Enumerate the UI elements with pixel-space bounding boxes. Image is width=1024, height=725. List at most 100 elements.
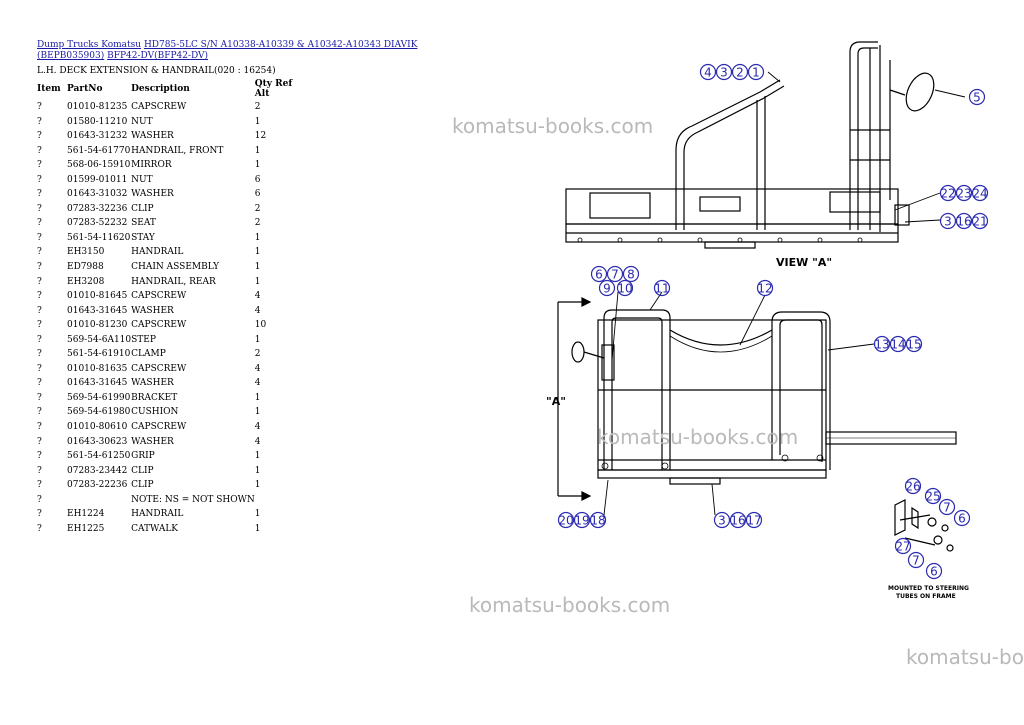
- callout-number: 7: [611, 268, 619, 282]
- callout-circle: [873, 335, 891, 353]
- callout-number: 6: [930, 565, 938, 579]
- cell-item: ?: [37, 523, 42, 534]
- cell-item: ?: [37, 232, 42, 243]
- a-marker-label: "A": [546, 395, 566, 408]
- callout-number: 24: [972, 187, 987, 201]
- callout-number: 7: [943, 501, 951, 515]
- cell-description: CLAMP: [131, 349, 166, 360]
- view-a-drawing: [565, 41, 935, 249]
- callout-circle: [713, 511, 731, 529]
- cell-partno: 569-54-6A110: [67, 334, 132, 345]
- cell-description: NUT: [131, 116, 153, 127]
- cell-partno: 561-54-61770: [67, 145, 131, 156]
- callout-number: 8: [627, 268, 635, 282]
- cell-partno: 01010-81235: [67, 102, 128, 112]
- cell-partno: 01010-81230: [67, 320, 128, 331]
- view-a-label: VIEW "A": [776, 256, 832, 269]
- cell-item: ?: [37, 407, 42, 418]
- watermark: komatsu-books.com: [906, 645, 1024, 669]
- cell-description: CAPSCREW: [131, 422, 187, 433]
- cell-description: WASHER: [131, 378, 174, 389]
- cell-description: NOTE: NS = NOT SHOWN: [131, 494, 255, 505]
- cell-description: WASHER: [131, 305, 174, 316]
- cell-item: ?: [37, 422, 42, 433]
- cell-item: ?: [37, 465, 42, 476]
- cell-partno: 569-54-61990: [67, 392, 131, 403]
- cell-item: ?: [37, 436, 42, 447]
- cell-qty: 4: [254, 291, 261, 302]
- cell-item: ?: [37, 349, 42, 360]
- callout-circle: [907, 551, 925, 569]
- cell-item: ?: [37, 116, 42, 127]
- cell-partno: EH1225: [67, 523, 105, 534]
- breadcrumb-link-category[interactable]: Dump Trucks Komatsu: [37, 40, 142, 50]
- callout-circle: [598, 279, 616, 297]
- cell-item: ?: [37, 334, 42, 345]
- callout-circle: [894, 537, 912, 555]
- cell-description: CAPSCREW: [131, 102, 187, 112]
- cell-qty: 2: [254, 349, 261, 360]
- cell-qty: 1: [254, 451, 261, 462]
- cell-item: ?: [37, 276, 42, 287]
- cell-qty: 1: [254, 145, 261, 156]
- main-deck-drawing: [571, 309, 957, 485]
- cell-partno: 568-06-15910: [67, 160, 131, 171]
- callout-circle: [939, 184, 957, 202]
- callout-circle: [955, 184, 973, 202]
- cell-item: ?: [37, 320, 42, 331]
- cell-item: ?: [37, 262, 42, 273]
- cell-item: ?: [37, 378, 42, 389]
- cell-qty: 1: [254, 247, 261, 258]
- cell-description: STAY: [131, 232, 155, 243]
- callout-number: 9: [603, 282, 611, 296]
- cell-qty: 1: [254, 407, 261, 418]
- callout-number: 15: [906, 338, 921, 352]
- callout-number: 23: [956, 187, 971, 201]
- callout-number: 6: [958, 512, 966, 526]
- breadcrumb-link-model[interactable]: HD785-5LC S/N A10338-A10339 & A10342-A10…: [37, 40, 418, 61]
- clamp-detail-drawing: [894, 499, 954, 552]
- callout-circle: [971, 184, 989, 202]
- callout-number: 13: [874, 338, 889, 352]
- cell-partno: EH1224: [67, 509, 105, 520]
- cell-qty: 1: [254, 392, 261, 403]
- callout-number: 17: [746, 514, 761, 528]
- callout-circle: [904, 477, 922, 495]
- callout-number: 12: [757, 282, 772, 296]
- cell-description: CHAIN ASSEMBLY: [131, 262, 220, 273]
- parts-table: Item PartNo Description Qty Ref Alt ?010…: [37, 79, 295, 538]
- cell-description: CLIP: [131, 480, 154, 491]
- cell-partno: EH3208: [67, 276, 105, 287]
- callout-circle: [715, 63, 733, 81]
- cell-item: ?: [37, 494, 42, 505]
- cell-item: ?: [37, 392, 42, 403]
- callout-number: 3: [718, 514, 726, 528]
- cell-qty: 6: [254, 189, 261, 200]
- callout-circle: [925, 562, 943, 580]
- cell-item: ?: [37, 451, 42, 462]
- callout-number: 18: [590, 514, 605, 528]
- table-row: ? NOTE: NS = NOT SHOWN: [37, 495, 295, 510]
- detail-note-line2: TUBES ON FRAME: [896, 593, 956, 600]
- cell-description: HANDRAIL, FRONT: [131, 145, 224, 156]
- breadcrumb-link-group[interactable]: BFP42-DV(BFP42-DV): [107, 51, 209, 61]
- callout-number: 27: [895, 540, 910, 554]
- cell-qty: 1: [254, 232, 261, 243]
